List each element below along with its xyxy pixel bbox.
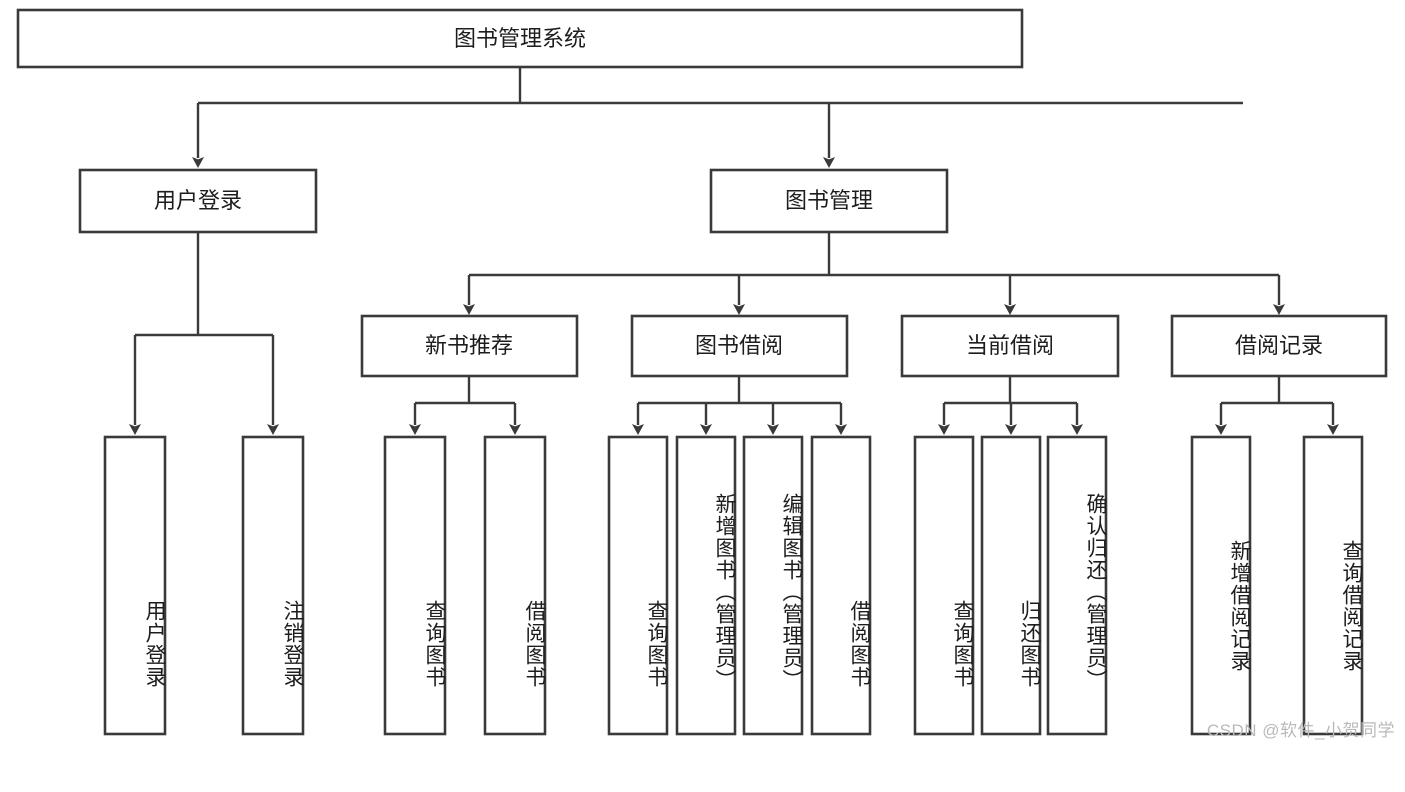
connector-bookborrow-to-leaves — [632, 376, 847, 435]
connector-borrowrecord-to-leaves — [1215, 376, 1339, 435]
node-borrow-record[interactable]: 借阅记录 — [1170, 314, 1388, 378]
node-leaf-query-book-2[interactable] — [607, 435, 669, 736]
node-book-borrow[interactable]: 图书借阅 — [630, 314, 849, 378]
connector-root-to-level2 — [192, 67, 1243, 168]
node-leaf-query-book-3[interactable] — [913, 435, 975, 736]
connector-newbookrec-to-leaves — [409, 376, 521, 435]
node-leaf-query-book-1[interactable] — [383, 435, 447, 736]
node-leaf-add-book[interactable] — [675, 435, 737, 736]
leaf-boxes — [103, 435, 1364, 736]
node-leaf-edit-book[interactable] — [742, 435, 804, 736]
node-leaf-query-record[interactable] — [1302, 435, 1364, 736]
connector-bookmanage-to-level3 — [463, 232, 1285, 315]
connector-currentborrow-to-leaves — [938, 376, 1083, 435]
node-leaf-borrow-book-1[interactable] — [483, 435, 547, 736]
node-book-manage-label: 图书管理 — [785, 188, 873, 213]
node-leaf-user-login[interactable] — [103, 435, 167, 736]
node-leaf-user-logout[interactable] — [241, 435, 305, 736]
node-user-login[interactable]: 用户登录 — [78, 168, 318, 234]
node-root[interactable]: 图书管理系统 — [16, 8, 1024, 69]
node-leaf-return-book[interactable] — [980, 435, 1042, 736]
node-new-book-rec-label: 新书推荐 — [425, 333, 513, 358]
node-leaf-add-record[interactable] — [1190, 435, 1252, 736]
connector-userlogin-to-leaves — [129, 232, 279, 435]
node-leaf-confirm-return[interactable] — [1046, 435, 1108, 736]
node-borrow-record-label: 借阅记录 — [1235, 333, 1323, 358]
node-root-label: 图书管理系统 — [454, 26, 586, 51]
flowchart-diagram: 图书管理系统 用户登录 图书管理 新书推荐 图书借阅 当前借阅 借阅记录 — [16, 8, 1395, 740]
node-current-borrow-label: 当前借阅 — [966, 333, 1054, 358]
node-book-borrow-label: 图书借阅 — [695, 333, 783, 358]
node-user-login-label: 用户登录 — [154, 188, 242, 213]
node-book-manage[interactable]: 图书管理 — [709, 168, 949, 234]
node-current-borrow[interactable]: 当前借阅 — [900, 314, 1120, 378]
csdn-watermark: CSDN @软件_小贺同学 — [1206, 721, 1395, 740]
node-new-book-rec[interactable]: 新书推荐 — [360, 314, 579, 378]
node-leaf-borrow-book-2[interactable] — [810, 435, 872, 736]
diagram-canvas: 图书管理系统 用户登录 图书管理 新书推荐 图书借阅 当前借阅 借阅记录 — [16, 8, 1388, 736]
